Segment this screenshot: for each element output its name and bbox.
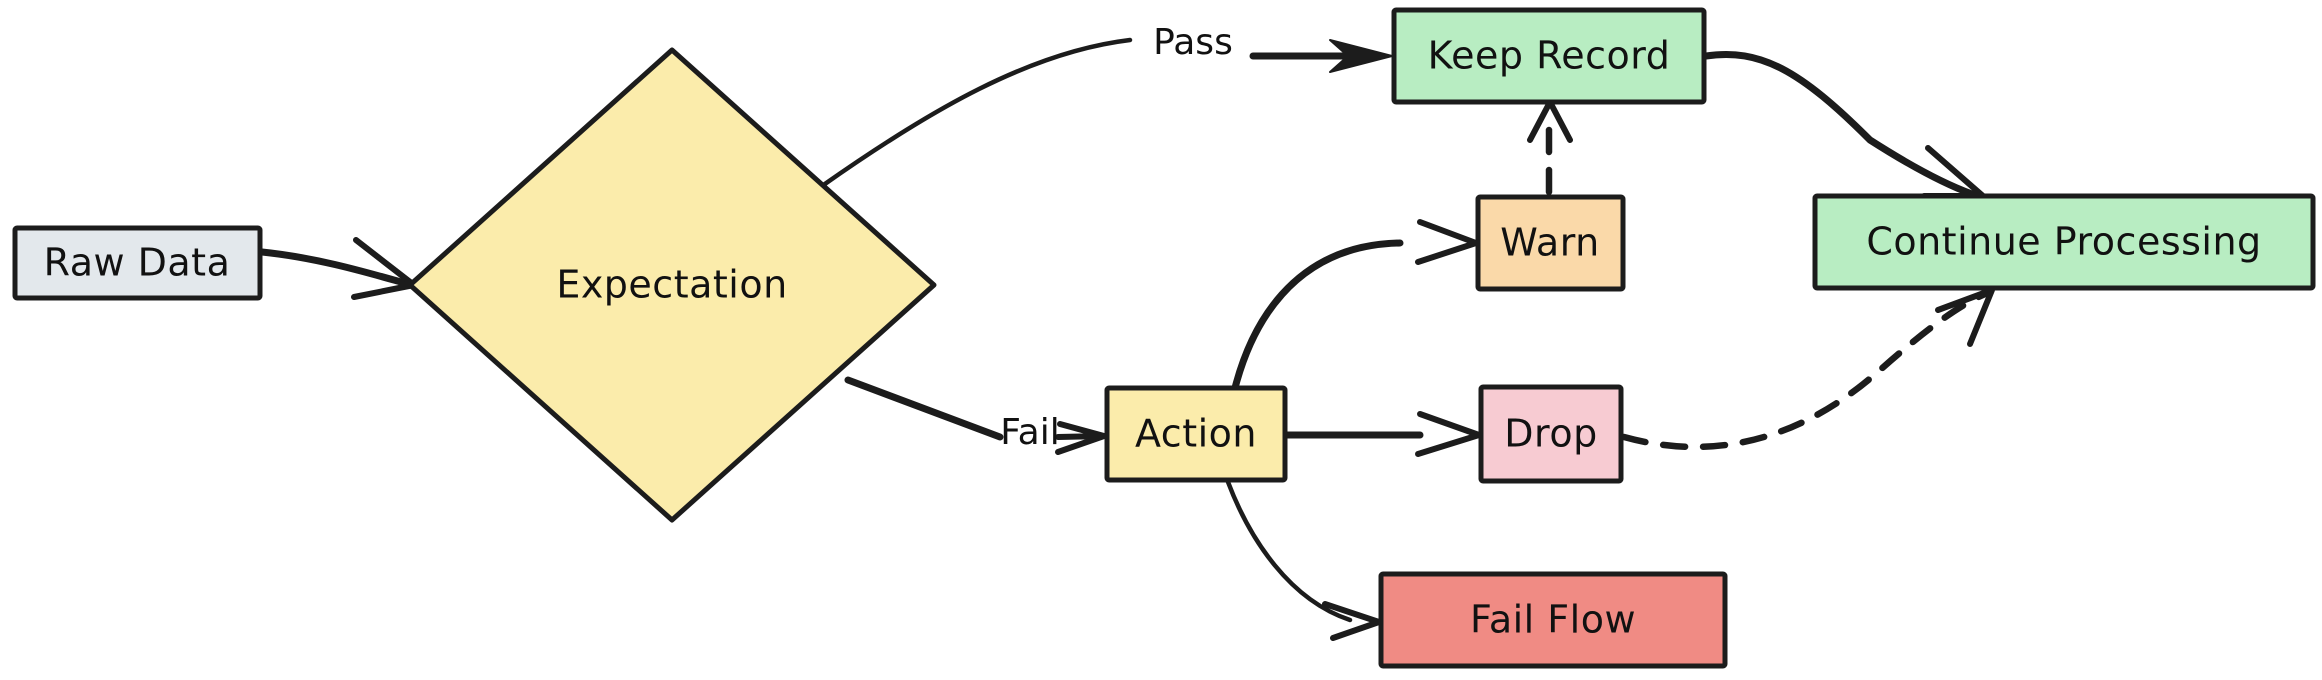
arrow-head-icon <box>1329 39 1393 73</box>
edge-action-to-fail-flow <box>1225 479 1382 641</box>
edge-warn-to-keep-record <box>1527 99 1573 196</box>
node-action[interactable]: Action <box>1104 385 1288 483</box>
node-expectation-shape[interactable] <box>407 47 937 523</box>
node-keep-record-label: Keep Record <box>1428 34 1671 78</box>
edge-action-to-drop <box>1283 411 1482 457</box>
edge-label-pass: Pass <box>1153 22 1233 63</box>
node-warn-shape[interactable] <box>1475 194 1626 292</box>
edge-raw-data-to-expectation <box>258 237 417 300</box>
node-drop-label: Drop <box>1504 412 1597 456</box>
node-drop[interactable]: Drop <box>1478 384 1624 484</box>
arrow-head-icon <box>1415 411 1482 457</box>
node-expectation[interactable]: Expectation <box>407 47 937 523</box>
node-expectation-label: Expectation <box>556 263 787 307</box>
node-action-shape[interactable] <box>1104 385 1288 483</box>
edge-path <box>1231 239 1404 392</box>
edge-keep-record-to-continue <box>1702 50 1986 199</box>
edge-path <box>1620 290 1989 451</box>
edge-path <box>844 376 1004 441</box>
node-raw-data[interactable]: Raw Data <box>12 225 263 301</box>
edge-expectation-to-action: Fail <box>844 376 1107 455</box>
edge-path <box>258 248 412 288</box>
node-keep-record-shape[interactable] <box>1391 7 1707 105</box>
node-fail-flow-label: Fail Flow <box>1470 598 1636 642</box>
node-drop-shape[interactable] <box>1478 384 1624 484</box>
node-continue-processing[interactable]: Continue Processing <box>1812 193 2316 291</box>
node-continue-processing-label: Continue Processing <box>1866 220 2261 264</box>
edge-action-to-warn <box>1231 219 1479 392</box>
node-raw-data-shape[interactable] <box>12 225 263 301</box>
edge-path <box>819 37 1133 189</box>
node-warn[interactable]: Warn <box>1475 194 1626 292</box>
node-raw-data-label: Raw Data <box>44 241 231 285</box>
node-warn-label: Warn <box>1500 221 1599 265</box>
arrow-head-stem <box>1055 433 1107 440</box>
edge-drop-to-continue <box>1620 287 1995 451</box>
node-fail-flow[interactable]: Fail Flow <box>1378 571 1728 669</box>
node-continue-processing-shape[interactable] <box>1812 193 2316 291</box>
node-keep-record[interactable]: Keep Record <box>1391 7 1707 105</box>
edge-expectation-to-keep-record: Pass <box>819 22 1393 189</box>
arrow-head-icon <box>1415 219 1479 265</box>
edge-path <box>1225 479 1353 623</box>
node-fail-flow-shape[interactable] <box>1378 571 1728 669</box>
edge-label-fail: Fail <box>1000 412 1059 453</box>
node-action-label: Action <box>1135 412 1257 456</box>
edge-path <box>1702 50 1976 198</box>
